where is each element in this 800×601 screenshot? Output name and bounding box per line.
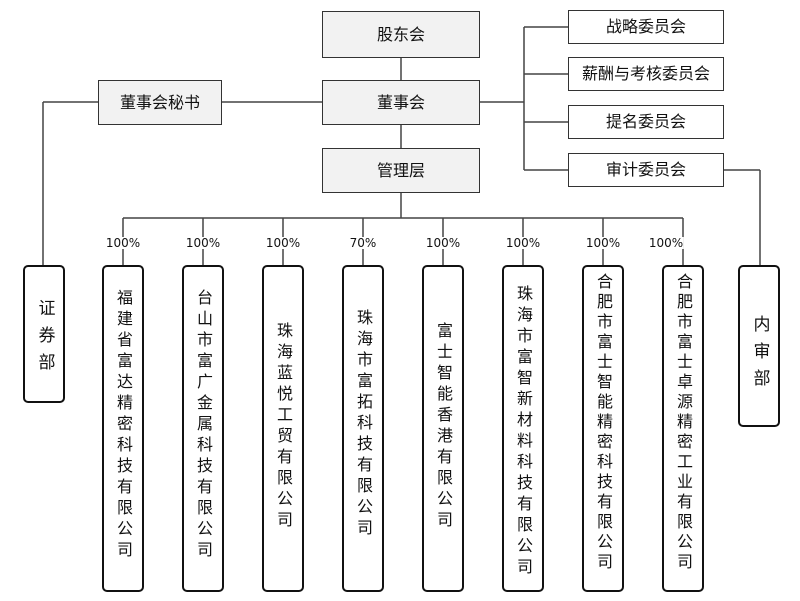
subsidiary-name: 富士智能香港有限公司 — [434, 322, 453, 532]
ownership-pct: 100% — [184, 236, 222, 250]
management-label: 管理层 — [376, 160, 425, 180]
shareholders-label: 股东会 — [376, 24, 425, 44]
ownership-pct: 100% — [647, 236, 685, 250]
subsidiary-box: 富士智能香港有限公司 — [422, 265, 464, 592]
committee-audit: 审计委员会 — [568, 153, 724, 187]
board-label: 董事会 — [376, 92, 425, 112]
management-box: 管理层 — [322, 148, 480, 193]
committee-strategy: 战略委员会 — [568, 10, 724, 44]
subsidiary-box: 合肥市富士智能精密科技有限公司 — [582, 265, 624, 592]
committee-label: 战略委员会 — [605, 17, 686, 36]
securities-dept-box: 证券部 — [23, 265, 65, 403]
subsidiary-box: 珠海市富拓科技有限公司 — [342, 265, 384, 592]
subsidiary-box: 台山市富广金属科技有限公司 — [182, 265, 224, 592]
committee-nomination: 提名委员会 — [568, 105, 724, 139]
ownership-pct: 100% — [504, 236, 542, 250]
internal-audit-dept-box: 内审部 — [738, 265, 780, 427]
subsidiary-name: 合肥市富士智能精密科技有限公司 — [594, 273, 613, 573]
secretary-label: 董事会秘书 — [119, 92, 200, 112]
committee-label: 薪酬与考核委员会 — [581, 64, 710, 83]
ownership-pct: 100% — [264, 236, 302, 250]
subsidiary-box: 珠海市富智新材料科技有限公司 — [502, 265, 544, 592]
ownership-pct: 100% — [104, 236, 142, 250]
subsidiary-name: 台山市富广金属科技有限公司 — [194, 289, 213, 562]
securities-dept-label: 证券部 — [34, 299, 55, 380]
board-box: 董事会 — [322, 80, 480, 125]
subsidiary-name: 珠海市富拓科技有限公司 — [354, 309, 373, 540]
shareholders-box: 股东会 — [322, 11, 480, 58]
ownership-pct: 100% — [424, 236, 462, 250]
committee-compensation: 薪酬与考核委员会 — [568, 57, 724, 91]
committee-label: 提名委员会 — [605, 112, 686, 131]
subsidiary-box: 珠海蓝悦工贸有限公司 — [262, 265, 304, 592]
subsidiary-box: 福建省富达精密科技有限公司 — [102, 265, 144, 592]
subsidiary-name: 珠海市富智新材料科技有限公司 — [514, 285, 533, 579]
committee-label: 审计委员会 — [605, 160, 686, 179]
subsidiary-name: 合肥市富士卓源精密工业有限公司 — [674, 273, 693, 573]
subsidiary-box: 合肥市富士卓源精密工业有限公司 — [662, 265, 704, 592]
secretary-box: 董事会秘书 — [98, 80, 222, 125]
internal-audit-dept-label: 内审部 — [749, 315, 770, 396]
ownership-pct: 70% — [348, 236, 378, 250]
subsidiary-name: 福建省富达精密科技有限公司 — [114, 289, 133, 562]
subsidiary-name: 珠海蓝悦工贸有限公司 — [274, 322, 293, 532]
ownership-pct: 100% — [584, 236, 622, 250]
